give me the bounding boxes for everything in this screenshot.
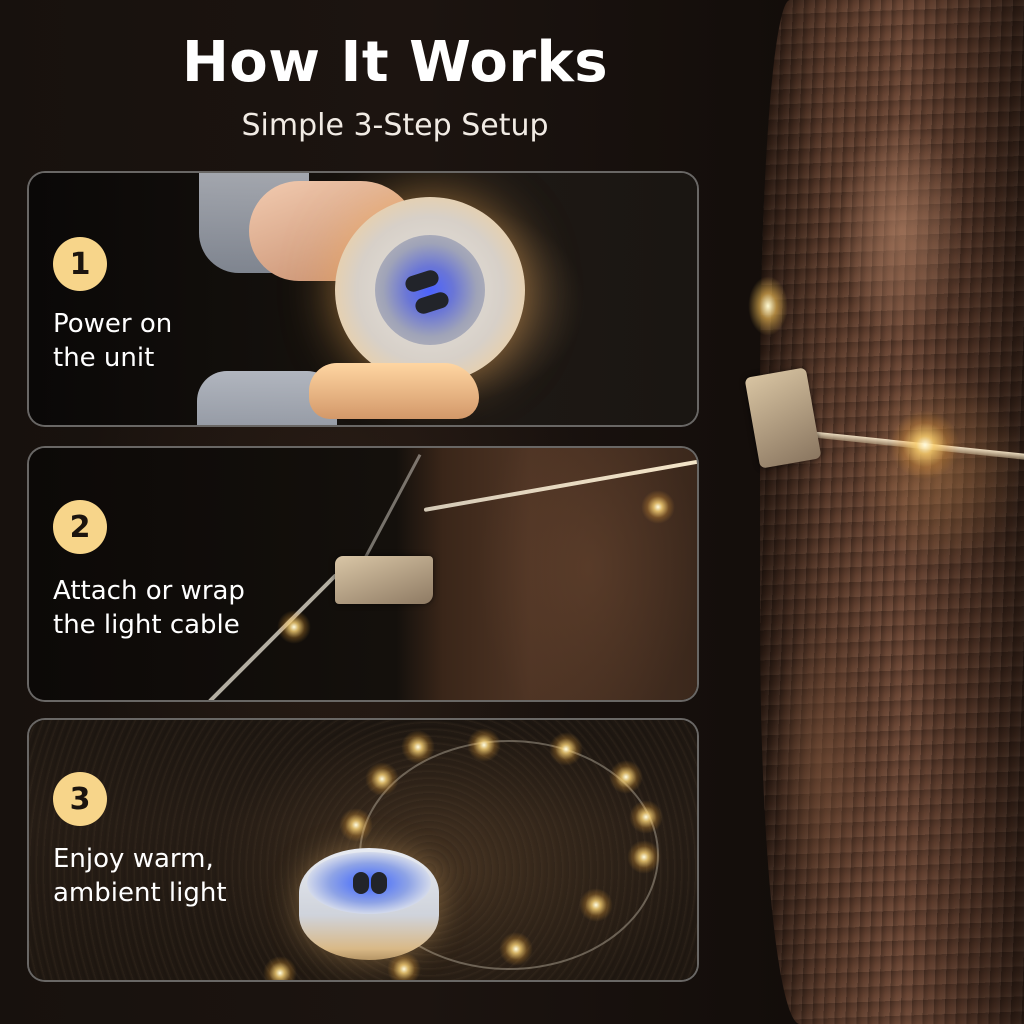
- step-card-3: 3 Enjoy warm, ambient light: [27, 718, 699, 982]
- step-text-line: Attach or wrap: [53, 576, 245, 606]
- fairy-light: [401, 730, 435, 764]
- hand: [309, 363, 479, 419]
- fairy-light: [467, 728, 501, 762]
- fairy-light: [277, 610, 311, 644]
- page-title: How It Works: [181, 30, 609, 95]
- step-description: Power on the unit: [53, 307, 313, 375]
- fairy-light: [549, 732, 583, 766]
- step-photo: [29, 448, 697, 700]
- step-text-line: Power on: [53, 309, 173, 339]
- light-cable: [357, 454, 422, 571]
- mode-button: [371, 872, 387, 894]
- step-photo: [29, 173, 697, 425]
- power-indicator: [375, 235, 485, 345]
- power-button: [403, 268, 441, 294]
- step-photo: [29, 720, 697, 980]
- mode-button: [413, 290, 451, 316]
- step-number-badge: 1: [53, 237, 107, 291]
- fairy-light: [748, 276, 788, 336]
- fairy-light: [499, 932, 533, 966]
- step-card-1: 1 Power on the unit: [27, 171, 699, 427]
- step-text-line: Enjoy warm,: [53, 844, 214, 874]
- step-description: Enjoy warm, ambient light: [53, 842, 313, 910]
- fairy-light: [627, 840, 661, 874]
- cable-clip: [335, 556, 433, 604]
- step-text-line: the light cable: [53, 610, 240, 640]
- light-unit: [335, 197, 525, 383]
- step-description: Attach or wrap the light cable: [53, 574, 313, 642]
- fairy-light: [629, 800, 663, 834]
- step-number-badge: 2: [53, 500, 107, 554]
- power-button: [353, 872, 369, 894]
- tree-trunk: [760, 0, 1024, 1024]
- fairy-light: [339, 808, 373, 842]
- step-text-line: the unit: [53, 343, 155, 373]
- fairy-light: [579, 888, 613, 922]
- power-indicator: [307, 852, 431, 914]
- light-unit: [299, 848, 439, 960]
- fairy-light: [263, 956, 297, 980]
- page-subtitle: Simple 3-Step Setup: [241, 108, 549, 143]
- fairy-light: [890, 410, 960, 480]
- fairy-light: [641, 490, 675, 524]
- step-text-line: ambient light: [53, 878, 227, 908]
- step-number-badge: 3: [53, 772, 107, 826]
- fairy-light: [609, 760, 643, 794]
- fairy-light: [365, 762, 399, 796]
- step-card-2: 2 Attach or wrap the light cable: [27, 446, 699, 702]
